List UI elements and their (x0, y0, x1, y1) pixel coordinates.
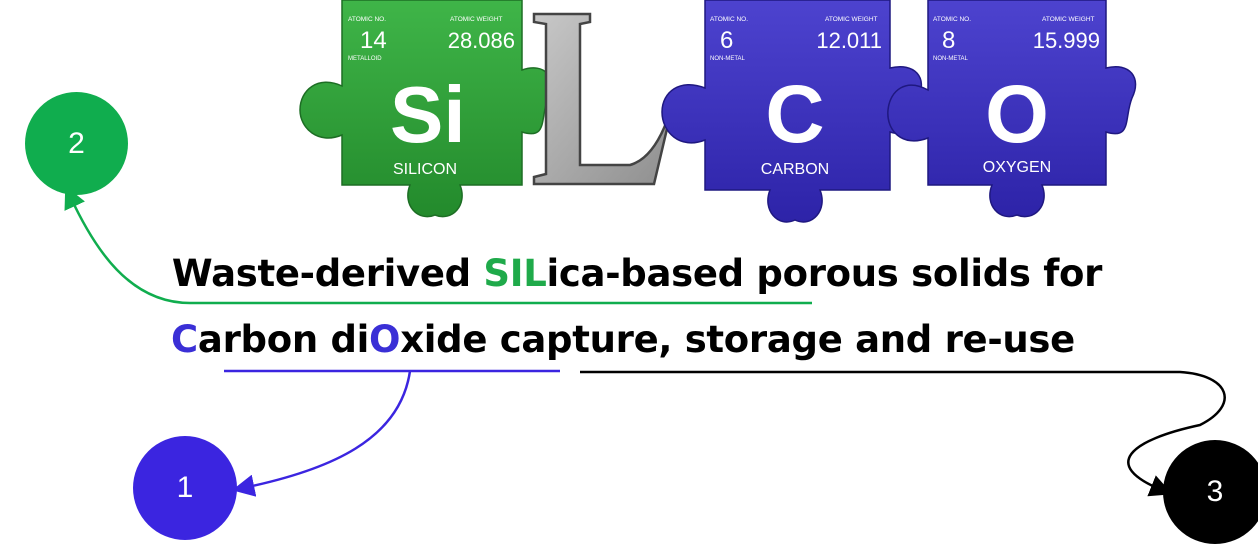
connector-to-node-3 (580, 370, 1226, 497)
silicon-atomic-weight: 28.086 (448, 28, 515, 53)
silicon-symbol: Si (390, 70, 466, 159)
carbon-weight-caption: ATOMIC WEIGHT (825, 16, 878, 23)
puzzle-piece-oxygen: ATOMIC NO. ATOMIC WEIGHT 8 15.999 NON-ME… (887, 0, 1137, 218)
title-text: porous solids for (743, 252, 1103, 295)
title-text: Waste-derived (171, 252, 484, 295)
title-highlight-o: O (369, 318, 401, 361)
oxygen-atomic-number: 8 (942, 27, 955, 54)
silicon-number-caption: ATOMIC NO. (348, 16, 386, 23)
node-2[interactable]: 2 (25, 92, 128, 195)
title-text: arbon di (197, 318, 370, 361)
oxygen-category: NON-METAL (933, 56, 969, 62)
oxygen-number-caption: ATOMIC NO. (933, 16, 971, 23)
title-text: capture, storage and re-use (487, 318, 1076, 361)
oxygen-symbol: O (985, 69, 1049, 160)
puzzle-piece-carbon: ATOMIC NO. ATOMIC WEIGHT 6 12.011 NON-ME… (661, 0, 923, 223)
node-2-label: 2 (68, 126, 85, 160)
title-highlight-c: C (171, 318, 198, 361)
oxygen-atomic-weight: 15.999 (1033, 28, 1100, 53)
node-1[interactable]: 1 (133, 436, 237, 540)
oxygen-weight-caption: ATOMIC WEIGHT (1042, 16, 1095, 23)
oxygen-name: OXYGEN (983, 159, 1051, 176)
carbon-category: NON-METAL (710, 56, 746, 62)
carbon-symbol: C (765, 69, 824, 160)
title-text: ica-based (546, 252, 745, 295)
node-3-label: 3 (1206, 475, 1224, 508)
title-line-1: Waste-derived SILica-based porous solids… (8, 252, 1258, 295)
puzzle-piece-silicon: ATOMIC NO. ATOMIC WEIGHT 14 28.086 METAL… (299, 0, 553, 218)
node-1-label: 1 (176, 471, 194, 504)
silicon-name: SILICON (393, 161, 457, 178)
title-text: xide (400, 318, 488, 361)
node-3[interactable]: 3 (1163, 440, 1258, 544)
carbon-atomic-number: 6 (720, 27, 733, 54)
carbon-name: CARBON (761, 161, 829, 178)
title-line-2: Carbon diOxide capture, storage and re-u… (0, 318, 1252, 361)
connector-to-node-2 (64, 185, 812, 305)
logo-letter-l (532, 12, 673, 186)
silicon-atomic-number: 14 (360, 27, 387, 54)
silicon-weight-caption: ATOMIC WEIGHT (450, 16, 503, 23)
carbon-atomic-weight: 12.011 (816, 28, 882, 53)
connector-to-node-1 (224, 369, 560, 488)
carbon-number-caption: ATOMIC NO. (710, 16, 748, 23)
title-highlight-sil: SIL (483, 252, 547, 295)
silicon-category: METALLOID (348, 56, 382, 62)
